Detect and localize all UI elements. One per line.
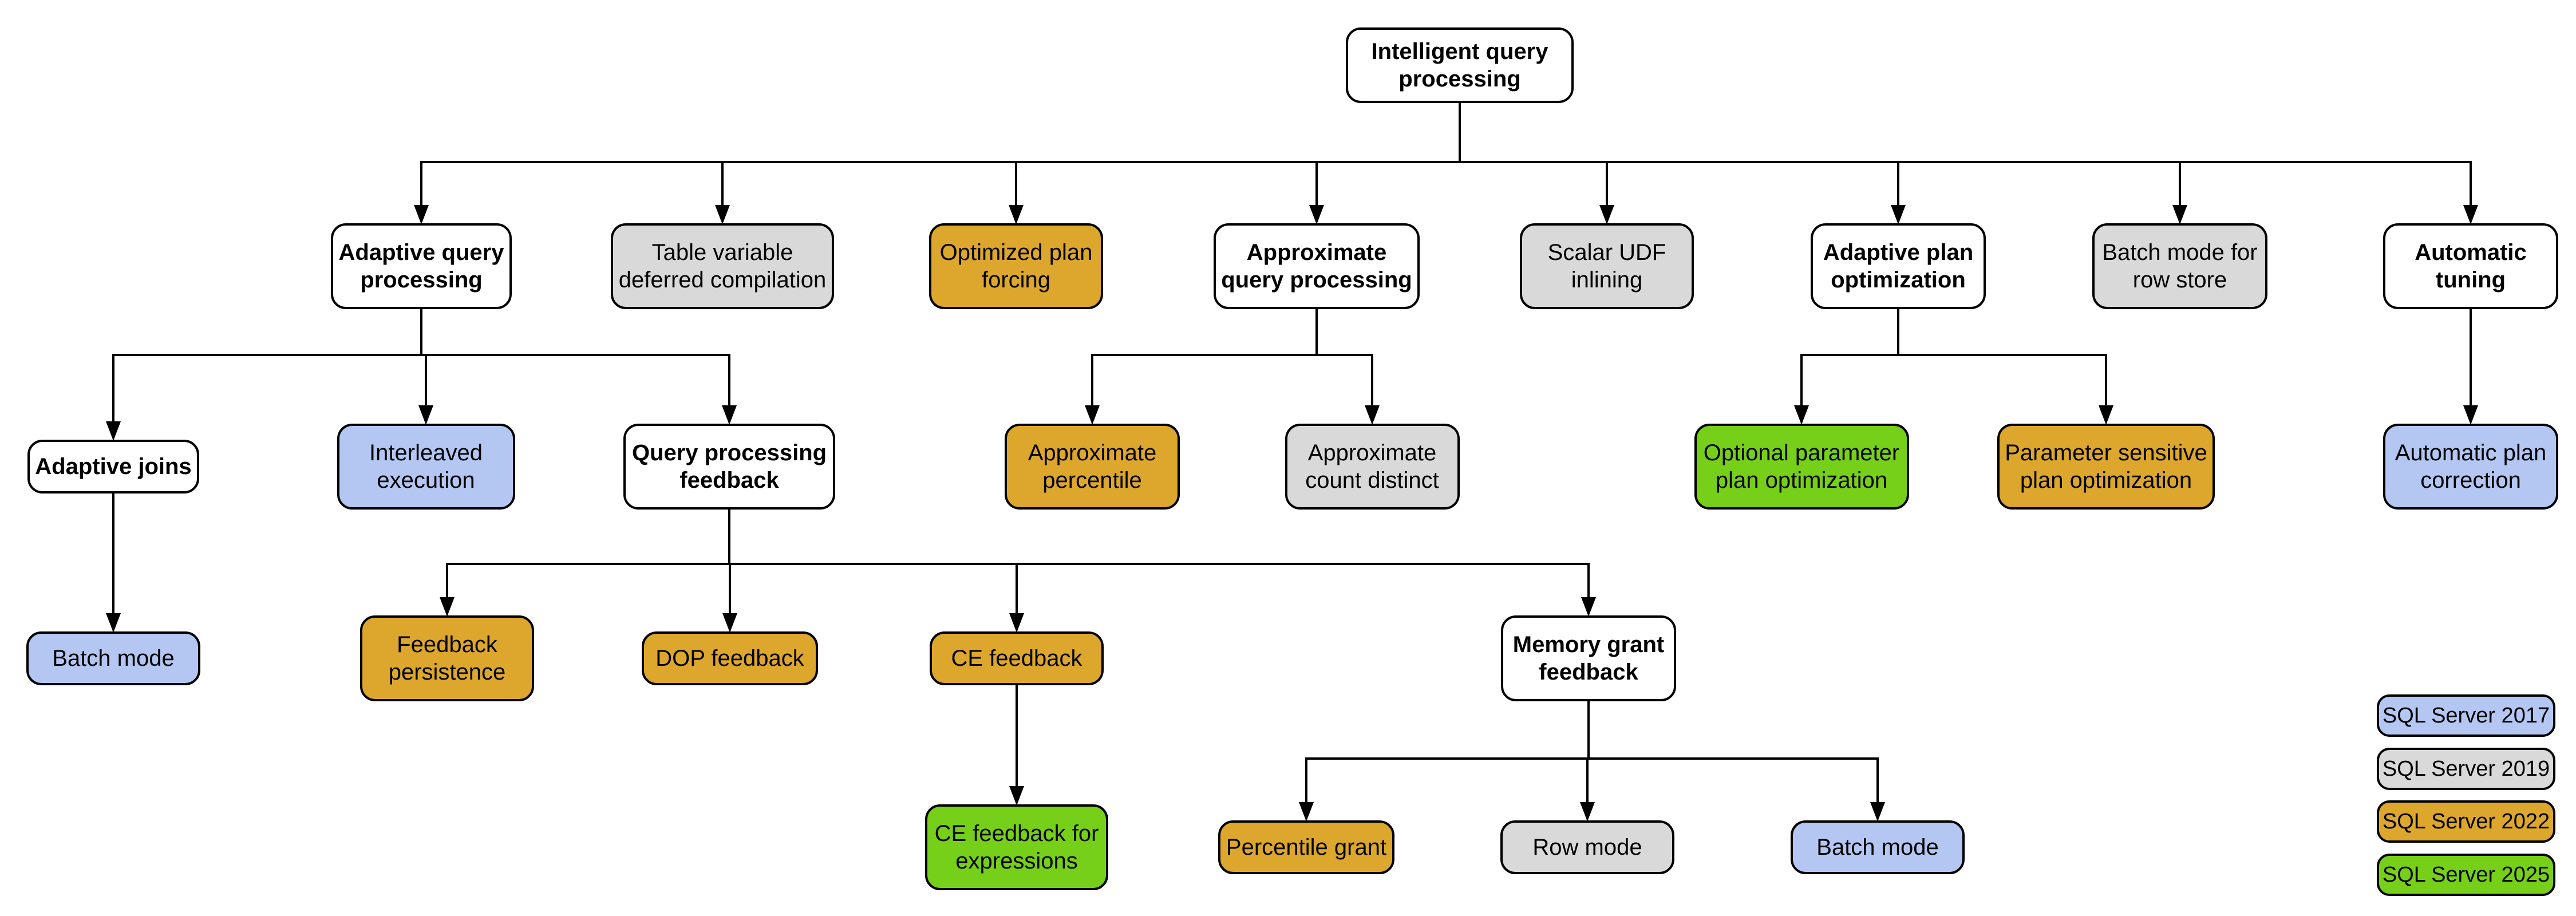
edges-from-ce-feedback — [1009, 685, 1024, 806]
node-automatic-plan-correction: Automatic plan correction — [2383, 424, 2558, 510]
node-adaptive-query-processing: Adaptive query processing — [331, 223, 512, 309]
edges-from-memory-grant-feedback — [1299, 701, 1885, 822]
edges-from-adaptive-joins — [106, 493, 121, 633]
edges-from-adaptive-plan-optimization — [1794, 309, 2113, 425]
legend-item-sql-server-2017: SQL Server 2017 — [2377, 694, 2555, 737]
node-ce-feedback-for-expressions: CE feedback for expressions — [925, 804, 1108, 890]
node-memory-grant-feedback: Memory grant feedback — [1501, 615, 1676, 701]
node-table-variable-deferred-compilation: Table variable deferred compilation — [611, 223, 834, 309]
node-approximate-count-distinct: Approximate count distinct — [1285, 424, 1460, 510]
node-dop-feedback: DOP feedback — [642, 631, 818, 685]
node-adaptive-joins: Adaptive joins — [27, 440, 199, 493]
node-batch-mode-memory-grant: Batch mode — [1791, 820, 1965, 874]
node-batch-mode-for-row-store: Batch mode for row store — [2092, 223, 2267, 309]
node-row-mode: Row mode — [1500, 820, 1674, 874]
node-approximate-query-processing: Approximate query processing — [1214, 223, 1420, 309]
legend-item-sql-server-2022: SQL Server 2022 — [2377, 800, 2555, 843]
node-intelligent-query-processing: Intelligent query processing — [1346, 27, 1574, 103]
node-automatic-tuning: Automatic tuning — [2383, 223, 2558, 309]
legend-item-sql-server-2025: SQL Server 2025 — [2377, 854, 2555, 896]
node-ce-feedback: CE feedback — [930, 631, 1104, 685]
node-interleaved-execution: Interleaved execution — [337, 424, 515, 510]
edges-from-intelligent-query-processing — [414, 103, 2478, 224]
edges-from-adaptive-query-processing — [106, 309, 737, 441]
node-percentile-grant: Percentile grant — [1218, 820, 1394, 874]
node-batch-mode-adaptive-joins: Batch mode — [26, 631, 200, 685]
edges-from-approximate-query-processing — [1085, 309, 1380, 425]
node-optional-parameter-plan-optimization: Optional parameter plan optimization — [1694, 424, 1909, 510]
node-scalar-udf-inlining: Scalar UDF inlining — [1520, 223, 1694, 309]
edges-from-query-processing-feedback — [440, 510, 1596, 633]
node-feedback-persistence: Feedback persistence — [360, 615, 534, 701]
node-query-processing-feedback: Query processing feedback — [623, 424, 835, 510]
node-approximate-percentile: Approximate percentile — [1005, 424, 1180, 510]
node-adaptive-plan-optimization: Adaptive plan optimization — [1811, 223, 1986, 309]
edges-from-automatic-tuning — [2463, 309, 2478, 425]
legend-item-sql-server-2019: SQL Server 2019 — [2377, 748, 2555, 790]
node-optimized-plan-forcing: Optimized plan forcing — [929, 223, 1103, 309]
node-parameter-sensitive-plan-optimization: Parameter sensitive plan optimization — [1997, 424, 2215, 510]
